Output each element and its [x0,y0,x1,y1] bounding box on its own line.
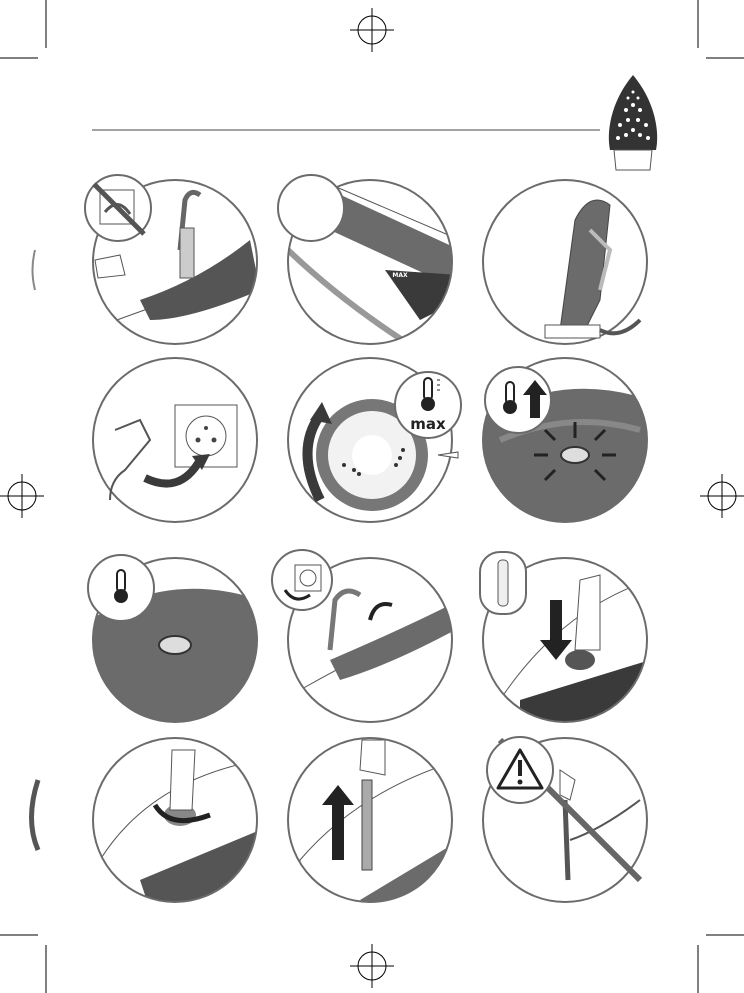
step-2-fill-to-max: MAX [278,175,460,350]
step-3-iron-upright [483,180,647,344]
max-label: max [410,415,446,433]
step-7-light-off [88,555,260,730]
indicator-light [159,636,191,654]
step-11-pull-valve [288,738,460,910]
step-12-warning [483,737,647,902]
step-5-dial-to-max: max [288,358,461,522]
step-8-unplug-fill [272,550,460,730]
max-fill-label: MAX [392,272,408,279]
step-4-plug-in [93,358,257,522]
iron-soleplate-logo [609,75,657,170]
edge-arc [32,780,39,850]
step-6-light-on [480,358,650,530]
step-10-turn-knob [93,738,260,910]
indicator-light [561,447,589,463]
step-1-no-plug-faucet [85,175,260,350]
step-9-press-button [480,552,650,730]
empty-inset [278,175,344,241]
thermometer-icon [117,570,125,592]
arrow-icon [370,604,392,620]
edge-arc [33,250,36,290]
